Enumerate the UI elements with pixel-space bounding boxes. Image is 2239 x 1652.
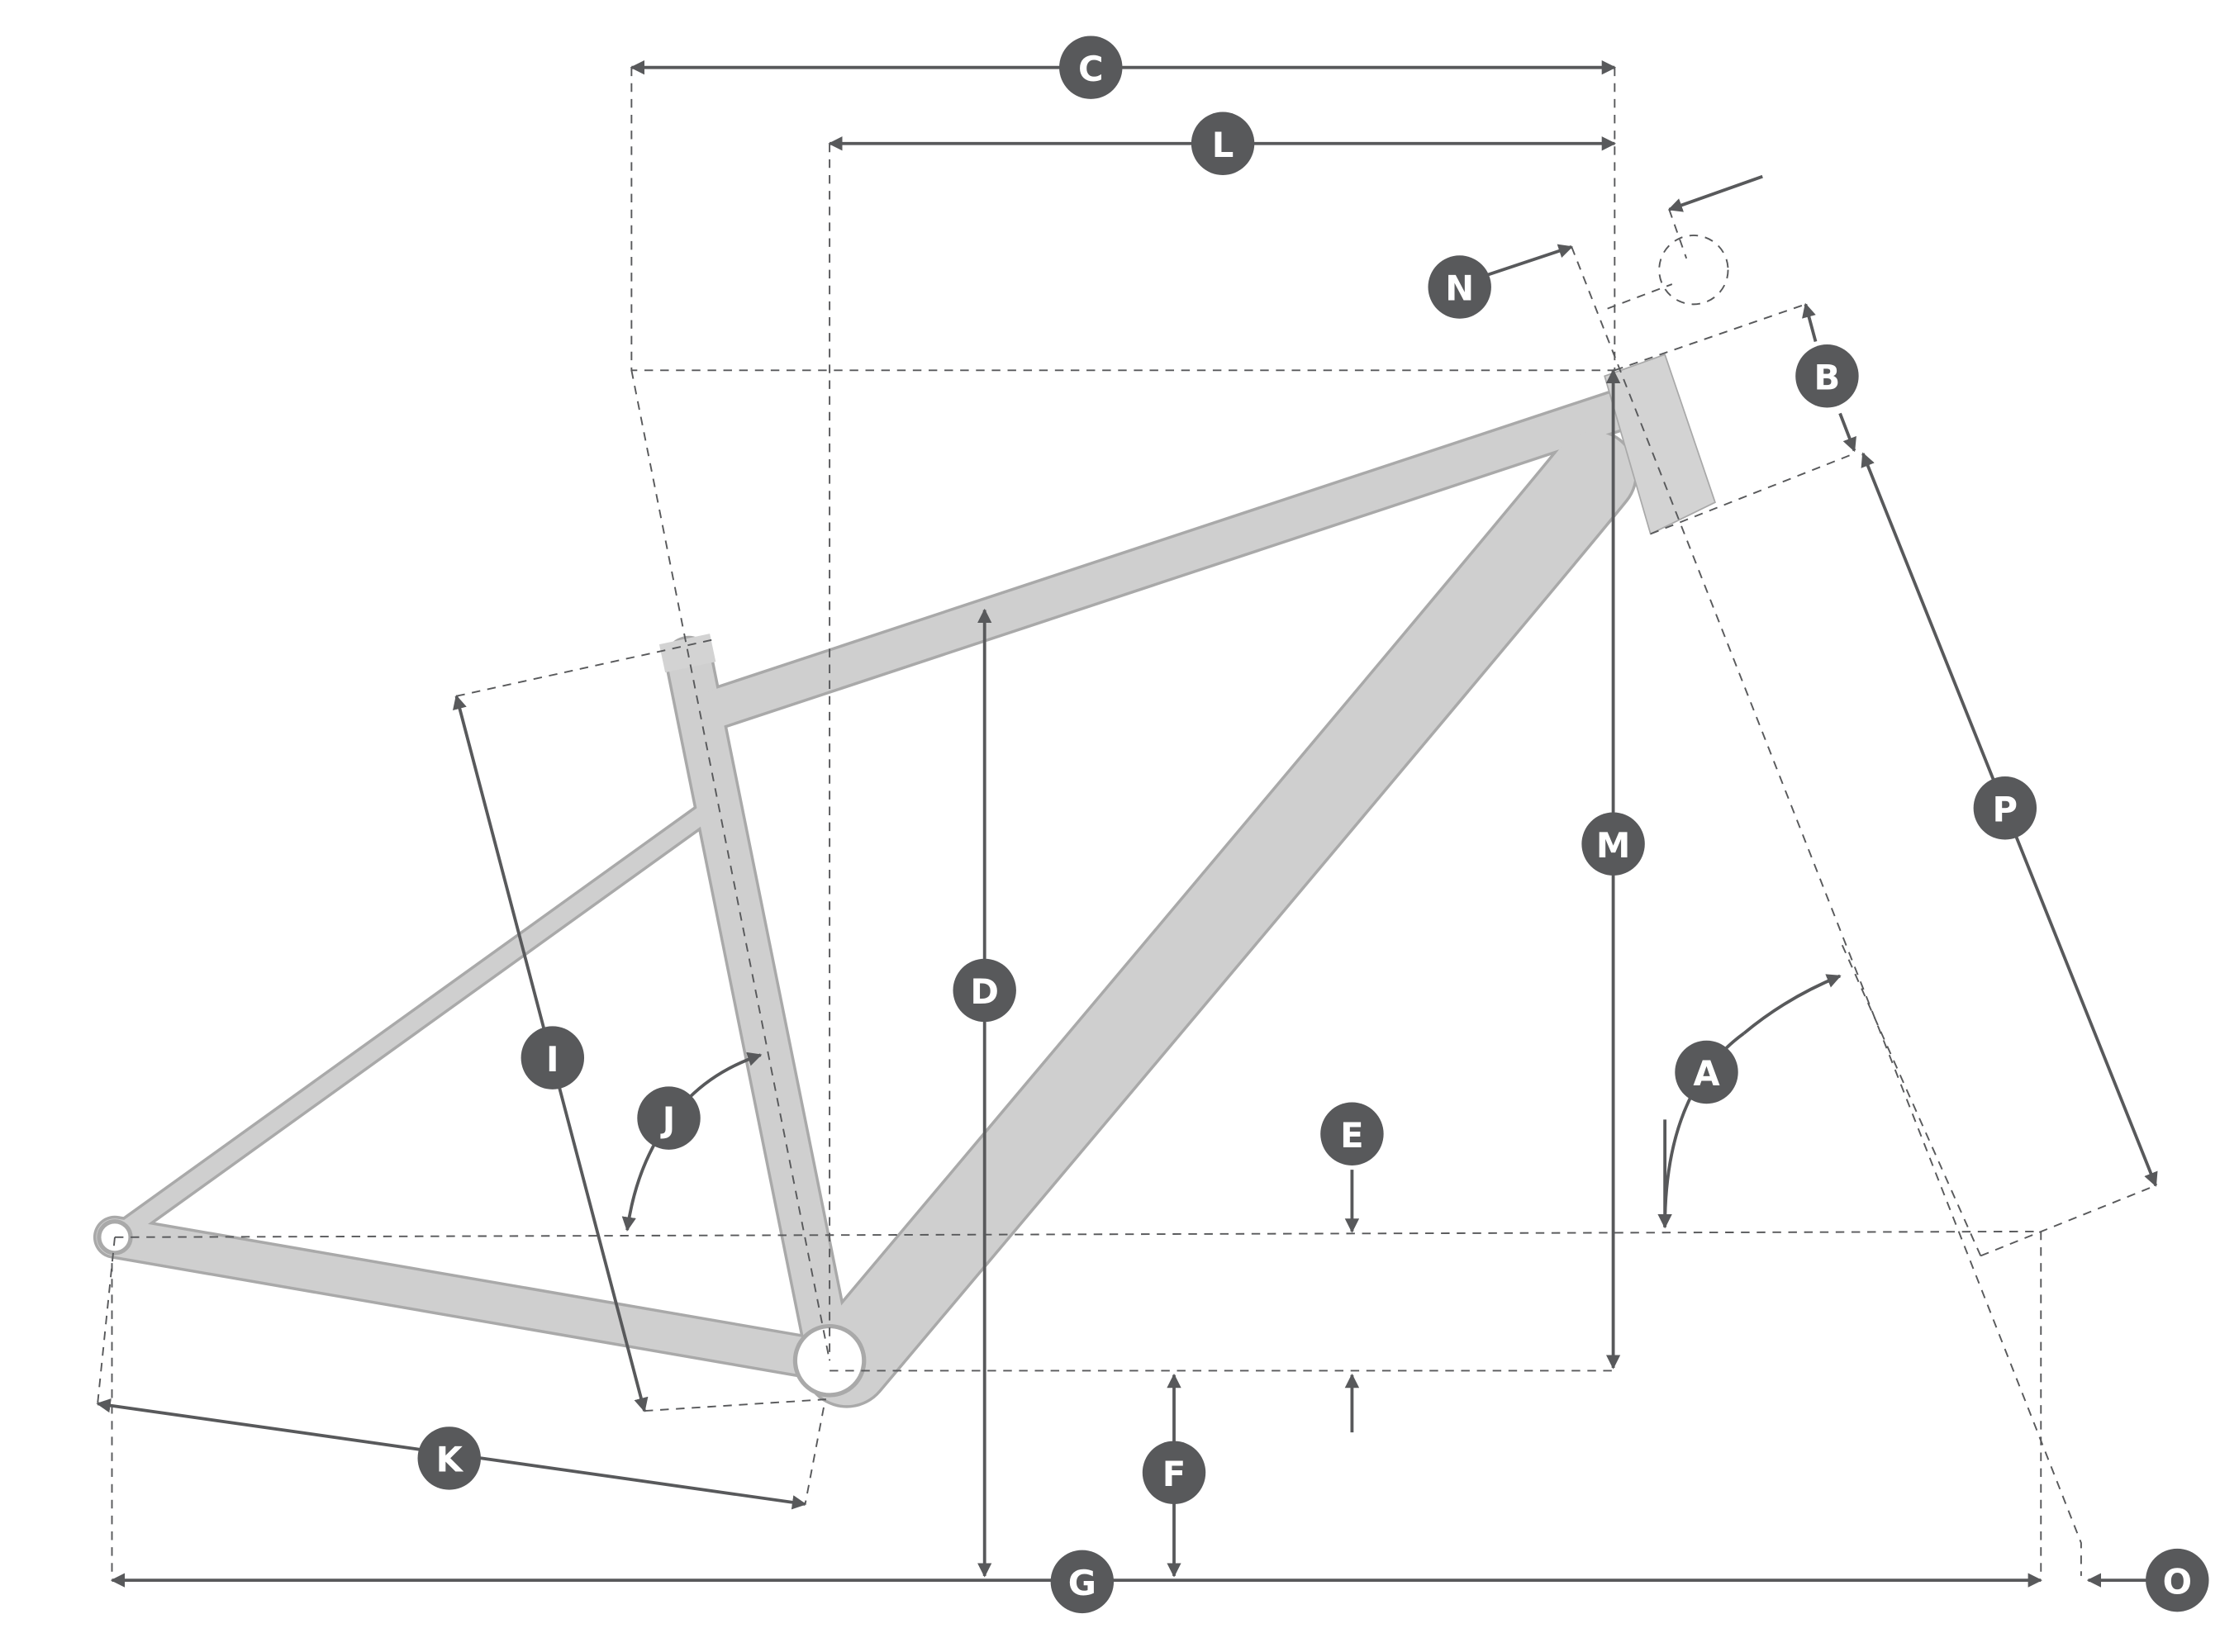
svg-text:K: K [436, 1440, 464, 1480]
svg-text:I: I [546, 1039, 559, 1080]
svg-text:M: M [1596, 825, 1630, 866]
label-j: J [637, 1086, 701, 1150]
svg-text:L: L [1212, 125, 1234, 165]
label-a: A [1675, 1040, 1738, 1104]
svg-text:D: D [970, 971, 999, 1012]
svg-text:N: N [1445, 268, 1474, 309]
label-f: F [1142, 1441, 1206, 1505]
label-k: K [417, 1427, 481, 1490]
svg-text:E: E [1340, 1115, 1363, 1156]
top-tube [692, 390, 1641, 729]
label-n: N [1428, 255, 1491, 319]
svg-text:J: J [660, 1099, 676, 1140]
svg-text:G: G [1068, 1563, 1096, 1603]
svg-text:P: P [1993, 790, 2018, 830]
label-b: B [1795, 344, 1859, 408]
label-c: C [1059, 36, 1123, 99]
label-i: I [521, 1026, 585, 1089]
svg-text:C: C [1078, 49, 1104, 89]
label-e: E [1320, 1102, 1384, 1165]
bottom-bracket [792, 1323, 867, 1398]
label-o: O [2146, 1548, 2209, 1612]
label-m: M [1581, 812, 1645, 876]
down-tube [805, 432, 1635, 1406]
label-d: D [953, 958, 1016, 1023]
svg-text:A: A [1693, 1053, 1720, 1094]
label-l: L [1191, 112, 1255, 175]
svg-text:O: O [2163, 1561, 2192, 1602]
svg-text:B: B [1814, 357, 1841, 397]
dimension-lines [96, 59, 2158, 1588]
label-p: P [1973, 776, 2037, 840]
svg-text:F: F [1162, 1454, 1186, 1494]
reference-lines [97, 67, 2156, 1579]
bike-frame [93, 354, 1716, 1408]
label-g: G [1050, 1550, 1115, 1614]
seatstay [106, 795, 727, 1246]
chainstay [96, 1218, 823, 1375]
